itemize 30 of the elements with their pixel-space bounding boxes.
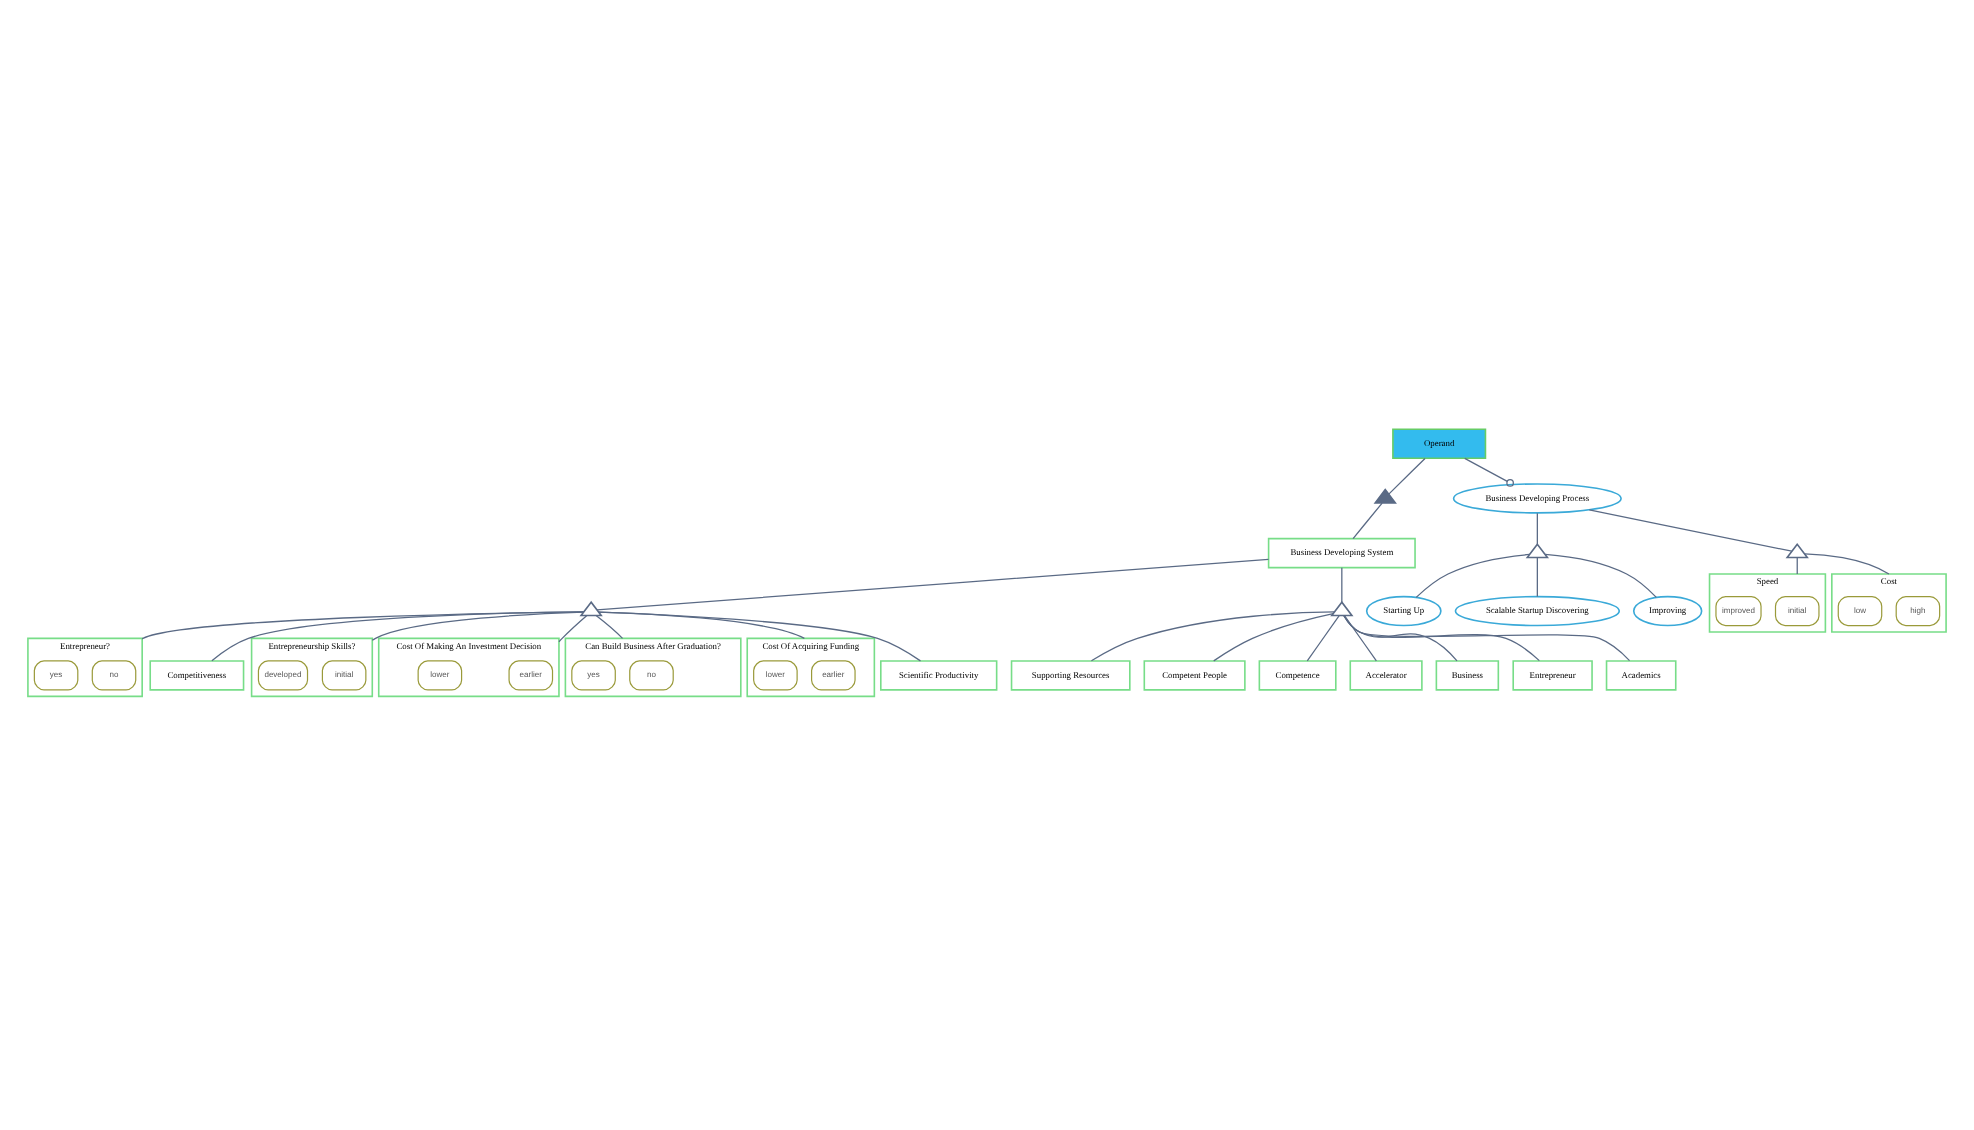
connector [558, 613, 588, 642]
connector [598, 610, 805, 639]
connector [1536, 555, 1538, 597]
connector [211, 610, 585, 661]
connector [1588, 508, 1793, 551]
node-triangle [1785, 541, 1809, 558]
connector [1544, 552, 1657, 597]
connector [595, 613, 624, 639]
node-triangle [1525, 541, 1550, 558]
connector [141, 610, 585, 639]
connector [1388, 456, 1426, 494]
connector [1090, 610, 1335, 661]
connector [1213, 611, 1334, 661]
connector [1341, 566, 1343, 602]
connector [1464, 456, 1514, 486]
connector [371, 610, 585, 640]
connector [1415, 552, 1531, 598]
connector [1536, 511, 1538, 544]
node-triangle [1373, 487, 1397, 503]
connector [1343, 613, 1377, 661]
connector [1343, 613, 1631, 661]
connector [1306, 613, 1340, 661]
connector [596, 557, 1270, 610]
connector [1352, 501, 1383, 539]
connector [1343, 614, 1458, 661]
node-triangle [579, 599, 603, 616]
connector [1343, 613, 1540, 661]
connector [598, 610, 922, 661]
node-triangle [1330, 599, 1354, 616]
connector [1804, 552, 1890, 574]
